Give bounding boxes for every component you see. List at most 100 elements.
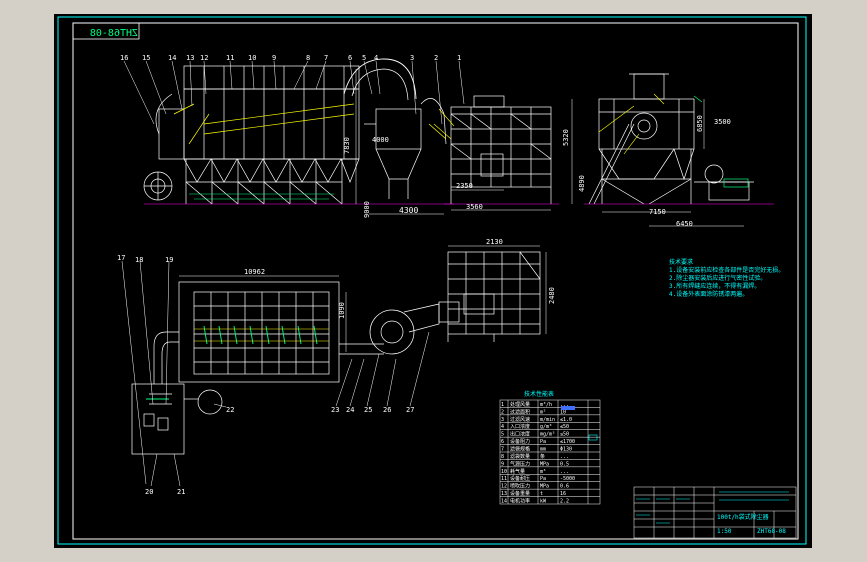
- table-highlight: [561, 406, 575, 410]
- table-cell-unit: t: [540, 491, 543, 497]
- table-cell-name: 处理风量: [510, 401, 530, 408]
- part-5: 5: [362, 54, 366, 62]
- table-cell-unit: 条: [540, 453, 545, 460]
- part-6: 6: [348, 54, 352, 62]
- table-cell-value: ...: [560, 402, 569, 408]
- table-cell-name: 过滤面积: [510, 408, 530, 415]
- table-cell-unit: mg/m³: [540, 432, 555, 438]
- table-cell-unit: g/m³: [540, 424, 552, 430]
- part-numbers-top: 16 15 14 13 12 11 10 9 8 7 6 5 4 3 2 1: [120, 54, 465, 125]
- table-cell-unit: m³: [540, 469, 546, 475]
- inner-frame: [72, 22, 799, 540]
- note-4: 4.设备外表面涂防锈漆两遍。: [669, 290, 748, 298]
- front-accents: [173, 103, 447, 145]
- hopper-dimensions: 2130 2480: [448, 238, 556, 334]
- table-cell-value: 0.6: [560, 484, 569, 490]
- part-11: 11: [226, 54, 234, 62]
- middle-elevation: [444, 95, 559, 205]
- table-cell-value: 2.2: [560, 499, 569, 505]
- table-cell-n: 11: [501, 476, 507, 482]
- part-19: 19: [165, 256, 173, 264]
- dim-front-width: 4300: [399, 206, 418, 215]
- part-14: 14: [168, 54, 176, 62]
- table-cell-unit: MPa: [540, 484, 549, 490]
- table-cell-n: 14: [501, 499, 507, 505]
- note-3: 3.所有焊缝应连续，不得有漏焊。: [669, 282, 760, 290]
- dim-side-width-2: 6450: [676, 220, 693, 228]
- table-cell-value: 16: [560, 491, 566, 497]
- part-13: 13: [186, 54, 194, 62]
- table-cell-value: ...: [560, 454, 569, 460]
- drawing-code-mirrored: ZHT68-08: [90, 28, 138, 39]
- table-cell-value: Φ130: [560, 447, 572, 453]
- part-4: 4: [374, 54, 378, 62]
- table-cell-n: 3: [501, 417, 504, 423]
- part-22: 22: [226, 406, 234, 414]
- side-green: [693, 95, 749, 188]
- part-17: 17: [117, 254, 125, 262]
- part-18: 18: [135, 256, 143, 264]
- note-1: 1.设备安装前应检查各部件是否完好无损。: [669, 266, 784, 274]
- plan-yellow: [194, 328, 329, 342]
- table-cell-n: 12: [501, 484, 507, 490]
- table-cell-n: 2: [501, 409, 504, 415]
- outer-frame: [57, 16, 807, 545]
- part-23: 23: [331, 406, 339, 414]
- table-cell-name: 电机功率: [510, 498, 530, 505]
- table-cell-name: 出口浓度: [510, 431, 530, 438]
- middle-dimensions: 2350 3560: [451, 182, 551, 211]
- part-27: 27: [406, 406, 414, 414]
- plan-dimensions: 10962 1090: [179, 268, 347, 352]
- plan-view: [131, 281, 460, 455]
- table-cell-unit: Pa: [540, 476, 546, 482]
- table-cell-value: ≤1700: [560, 439, 575, 445]
- part-16: 16: [120, 54, 128, 62]
- title-block-name: 100t/h袋式除尘器: [717, 513, 769, 521]
- table-cell-value: ≤50: [560, 424, 569, 430]
- title-block-code: ZHT68-08: [757, 528, 786, 535]
- side-accents: [598, 93, 665, 155]
- table-cell-name: 设备重量: [510, 490, 530, 497]
- table-cell-n: 9: [501, 461, 504, 467]
- table-cell-unit: m²: [540, 409, 546, 415]
- title-block: [633, 486, 797, 539]
- table-cell-unit: MPa: [540, 461, 549, 467]
- dim-hopper-height: 2480: [548, 287, 556, 304]
- part-7: 7: [324, 54, 328, 62]
- table-cell-unit: m³/h: [540, 402, 552, 408]
- table-cell-value: 10: [560, 409, 566, 415]
- plan-green-filters: [146, 325, 318, 400]
- table-cell-name: 喷吹压力: [510, 483, 530, 490]
- title-block-scale: 1:50: [717, 528, 732, 535]
- part-3: 3: [410, 54, 414, 62]
- dim-front-4000: 4000: [372, 136, 389, 144]
- table-cell-n: 13: [501, 491, 507, 497]
- table-cell-name: 滤袋数量: [510, 453, 530, 460]
- table-cell-n: 1: [501, 402, 504, 408]
- part-9: 9: [272, 54, 276, 62]
- part-21: 21: [177, 488, 185, 496]
- table-cell-value: ≤50: [560, 432, 569, 438]
- table-cell-n: 8: [501, 454, 504, 460]
- side-dimensions: 5320 4890 7150 6450 6850 3500: [562, 99, 744, 228]
- title-block-cyan: [636, 491, 789, 524]
- table-cell-name: 设备耐压: [510, 475, 530, 482]
- table-cell-value: -5000: [560, 476, 575, 482]
- cad-drawing: ZHT68-08: [57, 16, 807, 545]
- part-24: 24: [346, 406, 354, 414]
- part-26: 26: [383, 406, 391, 414]
- table-cell-name: 过滤风速: [510, 416, 530, 423]
- table-cell-value: ...: [560, 469, 569, 475]
- front-elevation: [143, 58, 454, 205]
- table-title: 技术性能表: [524, 390, 554, 398]
- table-cell-value: 0.5: [560, 461, 569, 467]
- table-cell-unit: Pa: [540, 439, 546, 445]
- table-cell-name: 气源压力: [510, 460, 530, 467]
- part-8: 8: [306, 54, 310, 62]
- side-elevation: [584, 73, 774, 205]
- dim-side-3: 3500: [714, 118, 731, 126]
- table-cell-name: 入口浓度: [510, 423, 530, 430]
- technical-notes: 技术要求 1.设备安装前应检查各部件是否完好无损。 2.除尘器安装后应进行气密性…: [669, 258, 784, 298]
- table-cell-n: 10: [501, 469, 507, 475]
- dim-plan-side: 1090: [338, 302, 346, 319]
